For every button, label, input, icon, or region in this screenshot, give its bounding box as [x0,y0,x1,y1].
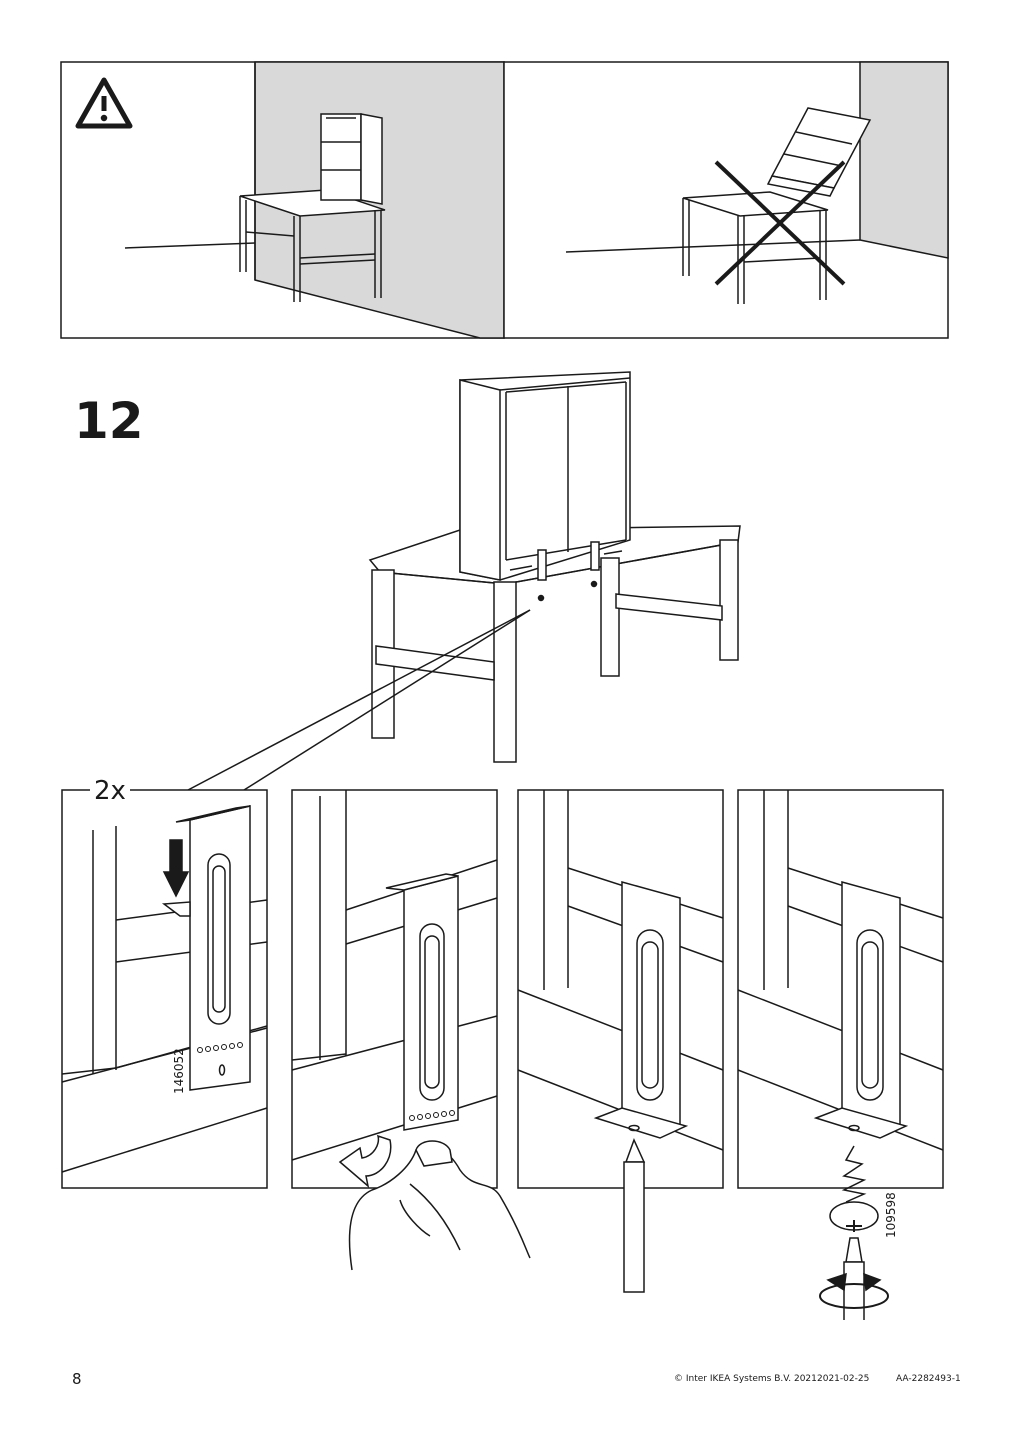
quantity-label: 2x [90,776,130,806]
warning-panel-incorrect [503,61,949,339]
part-number-bracket: 146052 [172,1048,186,1094]
cross-mark-icon [714,160,846,286]
page-number: 8 [72,1370,82,1388]
footer-doc-id: AA-2282493-1 [896,1374,961,1384]
detail-panel-predrill [517,789,724,1293]
rotate-arrows-icon [819,1272,889,1309]
detail-panels [61,789,944,1320]
part-number-screw: 109598 [884,1192,898,1238]
main-illustration [187,371,741,790]
footer-date: 2021-02-25 [817,1374,870,1384]
warning-triangle-icon [75,77,133,129]
detail-panel-press-bracket [291,789,531,1271]
footer-copyright: © Inter IKEA Systems B.V. 2021 [674,1374,817,1384]
detail-panel-insert-bracket [61,789,268,1189]
arrow-down-icon [162,839,190,898]
detail-panel-screw [737,789,944,1320]
warning-panel-correct [60,61,505,339]
curved-arrow-icon [338,1134,392,1188]
step-number: 12 [74,392,144,450]
warning-panels [60,61,949,339]
